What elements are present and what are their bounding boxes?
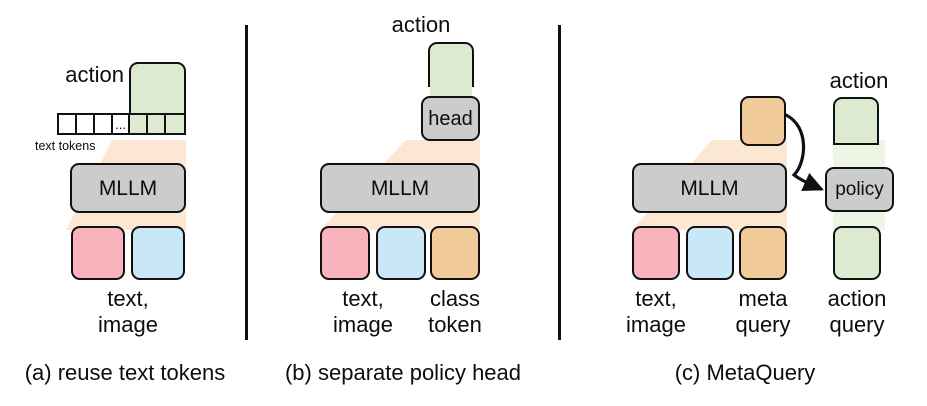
panel-b-input-text-box	[320, 226, 370, 280]
panel-a-input-image-box	[131, 226, 185, 280]
panel-a-caption: (a) reuse text tokens	[24, 360, 226, 385]
token-cell-action	[148, 115, 167, 133]
panel-a-action-box	[129, 62, 186, 117]
panel-b-input-caption-right-line2: token	[428, 312, 482, 337]
panel-c-policy-box: policy	[825, 167, 894, 212]
panel-b-action-box	[428, 42, 474, 87]
token-cell	[59, 115, 77, 133]
panel-c-meta-to-policy-arrow	[784, 113, 824, 192]
panel-a-token-strip: ...	[57, 113, 186, 135]
panel-c-action-box	[833, 97, 879, 145]
panel-a-input-caption-line2: image	[98, 312, 158, 337]
panel-c-caption: (c) MetaQuery	[674, 360, 816, 385]
panel-c-input-caption-mid-line2: query	[735, 312, 791, 337]
panel-a-input-caption-line1: text,	[107, 286, 149, 311]
panel-b-caption: (b) separate policy head	[284, 360, 522, 385]
panel-c-meta-output-box	[740, 96, 786, 146]
token-cell-action	[130, 115, 149, 133]
token-cell-ellipsis: ...	[112, 115, 131, 133]
panel-b-input-caption-left-line2: image	[333, 312, 393, 337]
panel-c-mllm-box: MLLM	[632, 163, 787, 213]
panel-divider-2	[558, 25, 561, 340]
token-cell	[94, 115, 113, 133]
panel-b-head-box: head	[421, 96, 480, 141]
panel-c-input-caption-left-line1: text,	[635, 286, 677, 311]
panel-b-action-connector	[430, 85, 472, 99]
token-cell	[76, 115, 95, 133]
panel-c-input-caption-left-line2: image	[626, 312, 686, 337]
panel-b-input-caption-left-line1: text,	[342, 286, 384, 311]
panel-b-action-label: action	[391, 12, 451, 37]
panel-c-input-image-box	[686, 226, 734, 280]
panel-a-input-text-box	[71, 226, 125, 280]
panel-b-mllm-box: MLLM	[320, 163, 480, 213]
panel-c-input-action-query-box	[833, 226, 881, 280]
panel-c-input-meta-query-box	[739, 226, 787, 280]
panel-divider-1	[245, 25, 248, 340]
panel-c-input-caption-mid-line1: meta	[738, 286, 788, 311]
panel-c-input-caption-right-line1: action	[827, 286, 887, 311]
panel-a-action-label: action	[65, 62, 124, 87]
panel-a-token-strip-caption: text tokens	[35, 139, 96, 153]
panel-c-input-text-box	[632, 226, 680, 280]
panel-c-action-label: action	[829, 68, 889, 93]
panel-b-input-image-box	[376, 226, 426, 280]
panel-a-mllm-box: MLLM	[70, 163, 186, 213]
panel-b-input-caption-right-line1: class	[429, 286, 481, 311]
token-cell-action	[166, 115, 184, 133]
panel-c-input-caption-right-line2: query	[829, 312, 885, 337]
panel-b-input-class-token-box	[430, 226, 480, 280]
